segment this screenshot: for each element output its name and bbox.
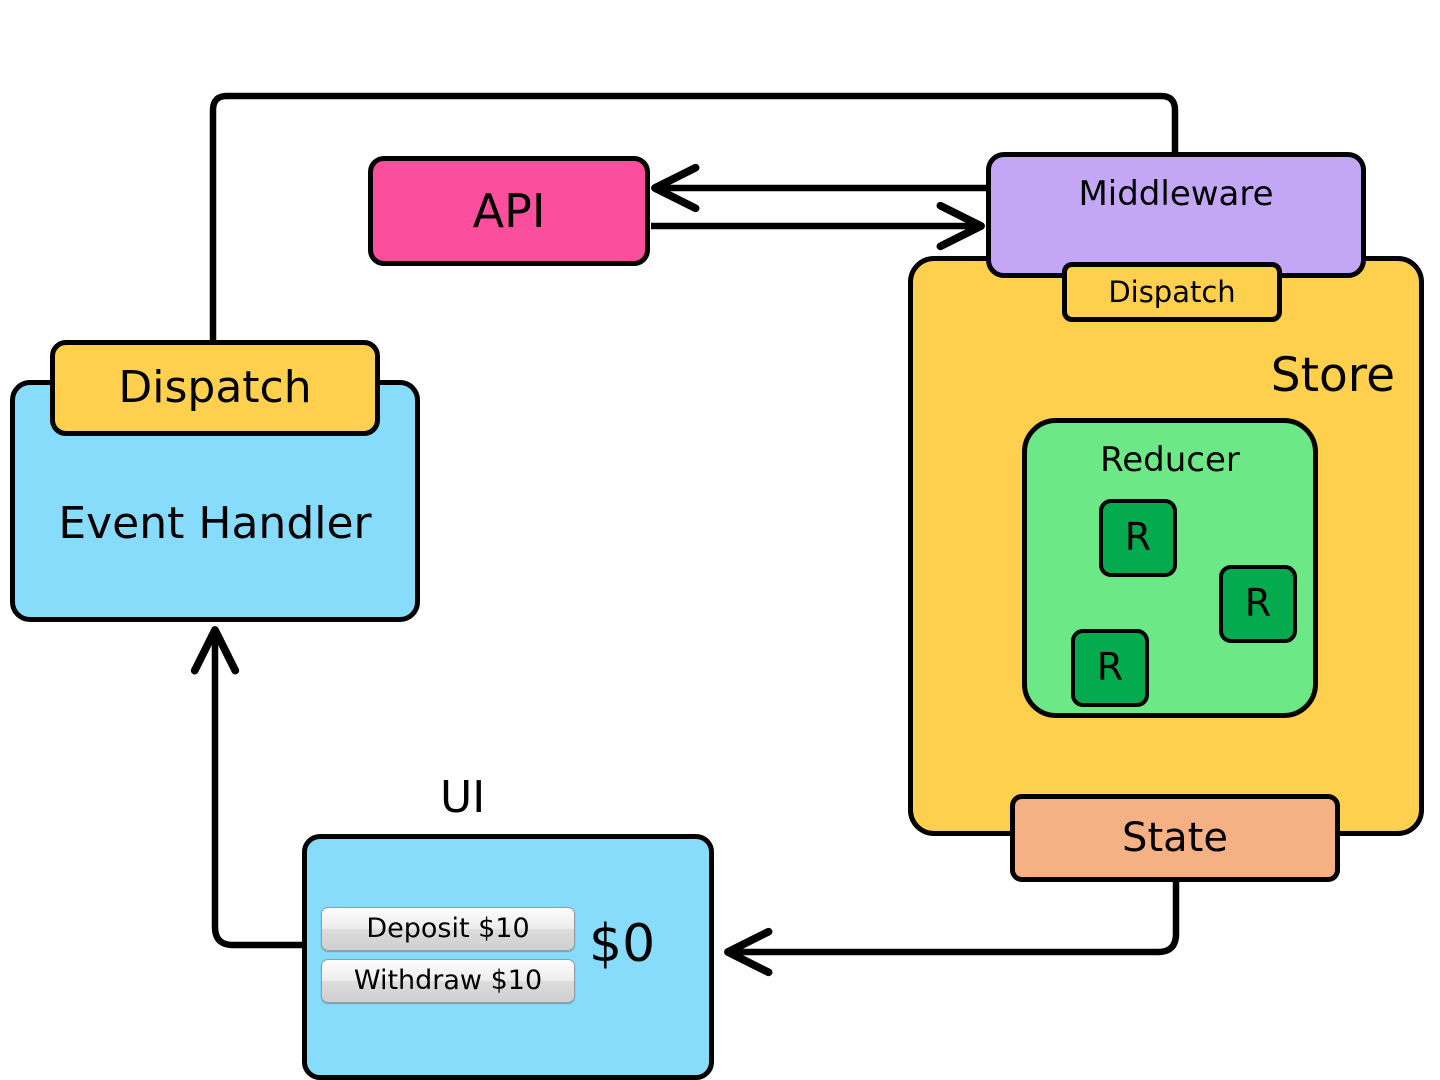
state-node[interactable]: State [1010,794,1340,882]
reducer-chip[interactable]: R [1219,565,1297,643]
reducer-chip[interactable]: R [1071,629,1149,707]
reducer-chip[interactable]: R [1099,499,1177,577]
api-node[interactable]: API [368,156,650,266]
dispatch-store-node[interactable]: Dispatch [1062,262,1282,322]
reducer-label: Reducer [1100,440,1240,480]
edge-ui-to-event-handler [190,626,302,949]
balance-display: $0 [589,914,656,974]
dispatch-event-handler-node[interactable]: Dispatch [50,340,380,436]
ui-button-group: Deposit $10 Withdraw $10 [321,907,575,1003]
ui-node[interactable]: Deposit $10 Withdraw $10 $0 [302,834,714,1080]
deposit-button[interactable]: Deposit $10 [321,907,575,951]
edge-state-to-ui [724,882,1180,977]
reducer-node[interactable]: Reducer R R R [1022,418,1318,718]
withdraw-button[interactable]: Withdraw $10 [321,959,575,1003]
middleware-node[interactable]: Middleware [986,152,1366,278]
store-label: Store [1270,348,1395,403]
ui-label: UI [440,772,486,823]
